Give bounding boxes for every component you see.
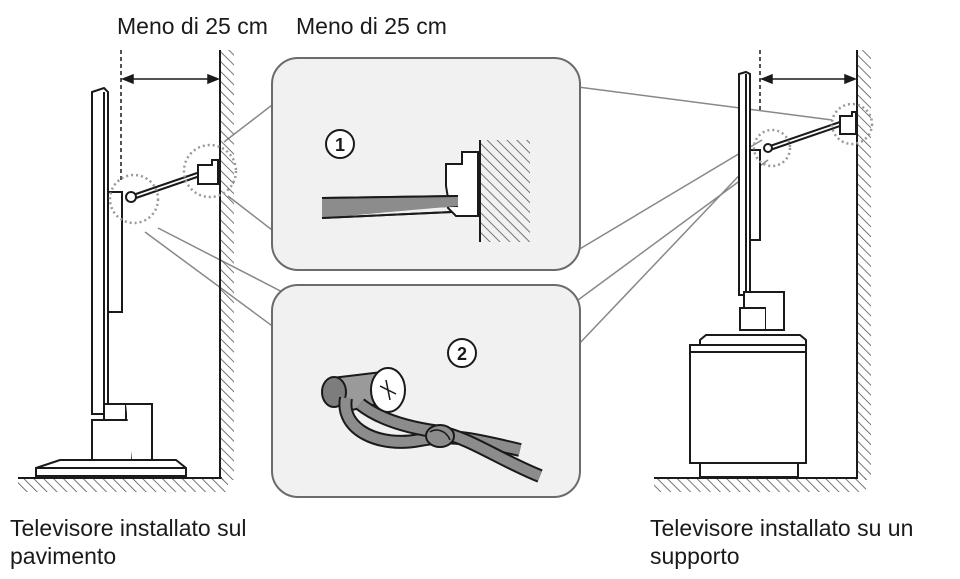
distance-label-right: Meno di 25 cm xyxy=(296,13,447,39)
strap-left xyxy=(125,159,219,203)
wall-right xyxy=(856,50,871,480)
caption-floor-line1: Televisore installato sul xyxy=(10,515,247,541)
callout-marker-1 xyxy=(325,129,355,159)
detail-panel-screw: 2 xyxy=(271,284,581,498)
caption-floor-line2: pavimento xyxy=(10,543,117,569)
floor-hatch xyxy=(18,477,228,492)
caption-floor-installation: Televisore installato sul pavimento xyxy=(10,514,247,570)
magnifier-circle-bracket-left xyxy=(182,143,238,199)
dimension-arrow-left xyxy=(120,50,221,180)
wall-left xyxy=(219,50,234,480)
strap-detail-1 xyxy=(321,195,459,219)
callout-number-1: 1 xyxy=(335,135,345,155)
tv-cabinet xyxy=(689,344,807,478)
caption-stand-installation: Televisore installato su un supporto xyxy=(650,514,913,570)
tv-panel-left xyxy=(91,86,153,461)
magnifier-circle-screw-right xyxy=(752,128,792,168)
callout-number-2: 2 xyxy=(457,344,467,364)
knotted-strap xyxy=(338,396,543,483)
magnifier-circle-screw-left xyxy=(108,173,160,225)
tv-panel-right xyxy=(699,70,807,346)
dimension-arrow-right xyxy=(759,50,858,110)
tv-stand-base-left xyxy=(35,459,187,477)
caption-stand-line1: Televisore installato su un xyxy=(650,515,914,541)
magnifier-circle-bracket-right xyxy=(830,102,874,146)
stand-installation-scene xyxy=(654,50,874,492)
distance-label-left: Meno di 25 cm xyxy=(117,13,268,39)
callout-marker-2 xyxy=(447,338,477,368)
floor-hatch-right xyxy=(654,477,866,492)
caption-stand-line2: supporto xyxy=(650,543,740,569)
strap-right xyxy=(763,111,857,153)
screw-icon xyxy=(321,367,406,413)
detail-panel-bracket: 1 xyxy=(271,57,581,271)
floor-installation-scene xyxy=(18,50,238,492)
